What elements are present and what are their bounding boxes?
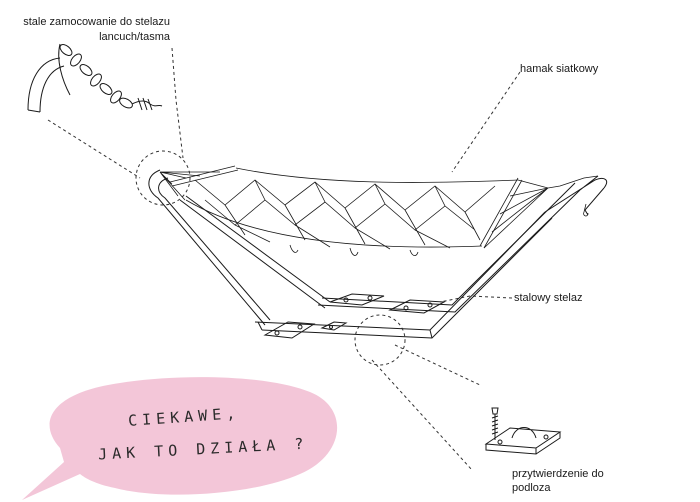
label-floor-line2: podloza	[512, 482, 551, 494]
leader-floor-circle-down	[371, 359, 473, 471]
hammock-top-edge	[235, 167, 519, 183]
leader-lines	[47, 47, 521, 471]
left-spreader-bar	[169, 165, 239, 187]
frame-right-arm	[544, 175, 608, 213]
steel-frame	[148, 169, 608, 339]
detail-circle-chain	[135, 150, 191, 206]
frame-left-arm	[148, 169, 271, 326]
frame-base-rail-back	[317, 182, 581, 313]
inset-plate	[484, 427, 562, 455]
inset-hook	[131, 97, 163, 111]
hammock-net	[159, 165, 599, 256]
chain-inset	[27, 43, 163, 113]
leader-steel-label	[439, 295, 513, 303]
label-steel-frame: stalowy stelaz	[514, 292, 583, 304]
label-chain-line2: lancuch/tasma	[99, 31, 170, 43]
floor-fixture-inset	[484, 407, 562, 455]
foot-plate-middle	[329, 293, 446, 314]
detail-circles	[135, 150, 406, 366]
inset-frame-tube	[27, 57, 65, 113]
leader-chain-label	[171, 47, 184, 159]
inset-bolt	[491, 407, 499, 440]
right-spreader-bar	[479, 177, 523, 249]
foot-plate-front	[320, 321, 348, 331]
leader-chain-inset-to-circle	[47, 119, 141, 179]
speech-bubble-shape	[22, 377, 338, 500]
label-chain-line1: stale zamocowanie do stelazu	[23, 16, 170, 28]
net-mesh	[194, 179, 496, 250]
label-net-hammock: hamak siatkowy	[520, 63, 599, 75]
detail-circle-floor	[354, 314, 406, 366]
speech-bubble	[22, 377, 338, 500]
foot-plate-left	[263, 321, 316, 339]
hammock-bottom-edge	[185, 199, 483, 248]
label-floor-line1: przytwierdzenie do	[512, 468, 604, 480]
inset-chain-links	[59, 44, 133, 109]
leader-net-label	[451, 71, 521, 173]
leader-floor-circle-to-inset	[394, 344, 481, 386]
